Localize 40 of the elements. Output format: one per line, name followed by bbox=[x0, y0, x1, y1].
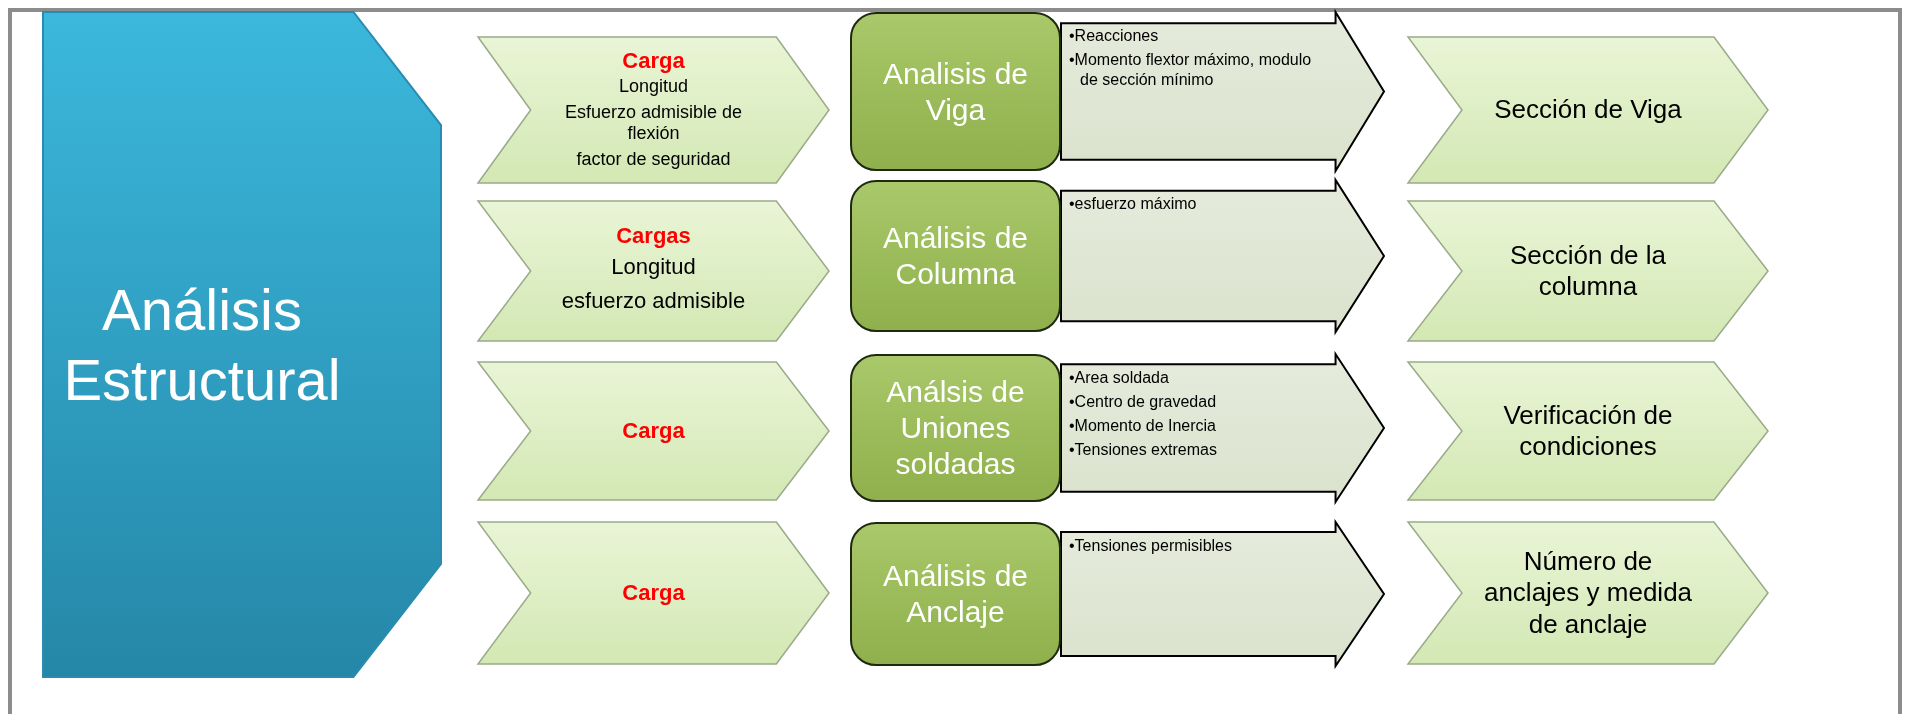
chevron-shape bbox=[1408, 37, 1768, 183]
input-text: Longitud bbox=[611, 253, 696, 281]
bullet-item: •Momento flextor máximo, modulo de sección mínimo bbox=[1069, 50, 1313, 90]
bullet-item: •esfuerzo máximo bbox=[1069, 194, 1198, 214]
output-text: Sección de la columna bbox=[1508, 239, 1668, 303]
chevron-shape bbox=[478, 362, 829, 500]
input-heading: Carga bbox=[622, 579, 685, 607]
chevron-shape bbox=[478, 522, 829, 664]
input-heading: Carga bbox=[622, 47, 685, 74]
pentagon-shape bbox=[43, 12, 441, 677]
block-arrow bbox=[1061, 354, 1384, 502]
chevron-shape bbox=[1408, 362, 1768, 500]
bullet-item: •Area soldada bbox=[1069, 368, 1170, 388]
chevron-shape bbox=[1408, 522, 1768, 664]
input-text: esfuerzo admisible bbox=[561, 288, 746, 315]
rounded-box bbox=[850, 354, 1061, 502]
chevron-shape bbox=[1408, 201, 1768, 341]
block-arrow bbox=[1061, 522, 1384, 666]
bullet-item: •Momento de Inercia bbox=[1069, 416, 1217, 436]
input-heading: Cargas bbox=[616, 223, 691, 250]
shape-title: Análisis Estructural bbox=[62, 275, 342, 414]
bullet-item: •Centro de gravedad bbox=[1069, 392, 1218, 412]
chevron-shape bbox=[478, 37, 829, 183]
input-heading: Carga bbox=[622, 417, 685, 445]
output-text: Sección de Viga bbox=[1494, 94, 1682, 126]
output-text: Verificación de condiciones bbox=[1502, 399, 1674, 463]
box-title: Análisis de Anclaje bbox=[881, 558, 1030, 630]
bullet-item: •Tensiones permisibles bbox=[1069, 536, 1233, 556]
rounded-box bbox=[850, 180, 1061, 332]
box-title: Análisis de Columna bbox=[881, 220, 1030, 292]
input-text: Longitud bbox=[618, 76, 689, 98]
rounded-box bbox=[850, 12, 1061, 171]
box-title: Analisis de Viga bbox=[881, 55, 1030, 128]
output-text: Número de anclajes y medida de anclaje bbox=[1482, 546, 1694, 640]
bullet-item: •Tensiones extremas bbox=[1069, 440, 1218, 460]
box-title: Análsis de Uniones soldadas bbox=[885, 374, 1026, 482]
input-text: factor de seguridad bbox=[576, 148, 731, 171]
rounded-box bbox=[850, 522, 1061, 666]
chevron-shape bbox=[478, 201, 829, 341]
bullet-item: •Reacciones bbox=[1069, 26, 1160, 46]
